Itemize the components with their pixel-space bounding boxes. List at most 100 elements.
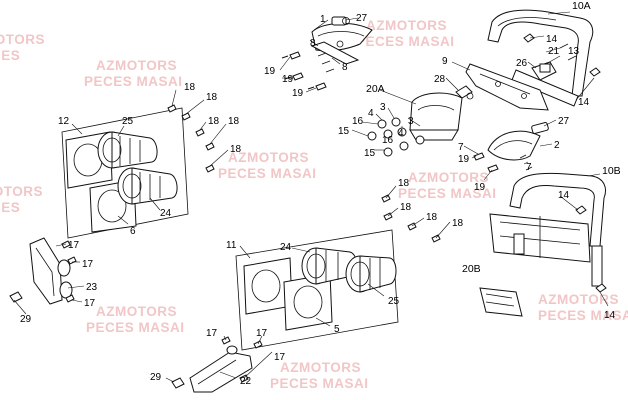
callout-17: 17 (82, 259, 94, 270)
callout-19: 19 (264, 66, 276, 77)
callout-14: 14 (578, 97, 590, 108)
watermark: AZMOTORS PECES MASAI (86, 304, 185, 335)
screws-17-left (61, 240, 77, 303)
watermark-line: PECES MASAI (218, 166, 317, 181)
watermark-line: AZMOTORS (366, 18, 447, 33)
callout-11: 11 (226, 240, 237, 251)
callout-18: 18 (452, 218, 464, 229)
watermark-line: PECES MASAI (398, 186, 497, 201)
watermark: AZMOTORS PECES (0, 32, 45, 63)
callout-15: 15 (338, 126, 350, 137)
callout-19: 19 (282, 74, 294, 85)
callout-10a: 10A (572, 0, 591, 12)
watermark: AZMOTORS PECES MASAI (356, 18, 455, 49)
lamp-unit-25 (97, 131, 158, 169)
callout-8: 8 (342, 62, 348, 73)
bolts-14-right (575, 205, 607, 293)
bulb-29-bottom (171, 377, 185, 389)
callout-28: 28 (434, 74, 446, 85)
headlight-cover-bracket (310, 22, 373, 65)
watermark: AZMOTORS PECES MASAI (84, 58, 183, 89)
light-20b (479, 287, 523, 317)
callout-14: 14 (604, 310, 616, 321)
callout-18: 18 (228, 116, 240, 127)
watermark-line: PECES MASAI (538, 308, 628, 323)
callout-4: 4 (368, 108, 374, 119)
callout-13: 13 (568, 46, 580, 57)
callout-18: 18 (184, 82, 196, 93)
mount-bracket-9 (465, 63, 549, 111)
watermark-line: AZMOTORS (96, 304, 177, 319)
callout-7: 7 (526, 162, 532, 173)
callout-26: 26 (516, 58, 528, 69)
callout-23: 23 (86, 282, 98, 293)
tail-light-20a (409, 92, 463, 141)
watermark-line: PECES MASAI (270, 376, 369, 391)
callout-14: 14 (546, 34, 558, 45)
watermark: AZMOTORS PECES MASAI (218, 150, 317, 181)
callout-19: 19 (458, 154, 470, 165)
callout-20b: 20B (462, 263, 481, 275)
headlight-assembly-12-box (61, 107, 189, 239)
bolts-14-top (523, 33, 601, 77)
callout-15: 15 (364, 148, 376, 159)
callout-17: 17 (206, 328, 218, 339)
callout-17: 17 (274, 352, 286, 363)
headlight-assembly-11-box (235, 229, 399, 351)
watermark-line: PECES MASAI (84, 74, 183, 89)
watermark-line: AZMOTORS (228, 150, 309, 165)
callout-10b: 10B (602, 165, 621, 177)
watermark-line: AZMOTORS (0, 32, 45, 47)
callout-18: 18 (398, 178, 410, 189)
screws-17-bottom (221, 336, 263, 383)
callout-14: 14 (558, 190, 570, 201)
watermark-line: PECES MASAI (356, 34, 455, 49)
callout-24: 24 (280, 242, 292, 253)
bolt-27-right (531, 122, 549, 134)
watermark: AZMOTORS PECES MASAI (270, 360, 369, 391)
callout-18: 18 (206, 92, 218, 103)
bulb-28 (455, 85, 474, 100)
callout-8: 8 (310, 38, 316, 49)
watermark: AZMOTORS PECES (0, 184, 43, 215)
lamp-unit-24 (117, 167, 178, 205)
callout-1: 1 (320, 14, 326, 25)
watermark-line: PECES (0, 200, 20, 215)
callout-16: 16 (382, 135, 394, 146)
callout-18: 18 (230, 144, 242, 155)
watermark-layer: AZMOTORS PECES MASAI AZMOTORS PECES MASA… (0, 18, 628, 391)
headlight-housing-11 (243, 257, 333, 331)
callout-3: 3 (408, 116, 414, 127)
callout-29: 29 (150, 372, 162, 383)
callout-4: 4 (398, 128, 404, 139)
side-marker-23 (29, 237, 73, 305)
callout-7: 7 (458, 142, 464, 153)
callout-9: 9 (442, 56, 448, 67)
light-cover-2 (487, 130, 541, 161)
front-rack-10a (487, 9, 594, 107)
callout-12: 12 (58, 116, 70, 127)
callout-17: 17 (256, 328, 268, 339)
callout-17: 17 (84, 298, 96, 309)
lamp-unit-25-bottom (345, 255, 397, 293)
watermark: AZMOTORS PECES MASAI (398, 170, 497, 201)
screws-18-left (167, 104, 215, 173)
bulb-29-left (9, 291, 23, 303)
callout-16: 16 (352, 116, 364, 127)
watermark-line: AZMOTORS (538, 292, 619, 307)
callout-24: 24 (160, 208, 172, 219)
watermark-line: PECES MASAI (86, 320, 185, 335)
callout-27: 27 (356, 13, 368, 24)
washers-nuts (367, 117, 425, 157)
watermark-line: AZMOTORS (0, 184, 43, 199)
watermark-line: AZMOTORS (408, 170, 489, 185)
bolt-27-top (331, 16, 350, 26)
watermark: AZMOTORS PECES MASAI (538, 292, 628, 323)
callout-6: 6 (130, 226, 136, 237)
callout-19: 19 (474, 182, 486, 193)
callout-25: 25 (388, 296, 400, 307)
callout-5: 5 (334, 324, 340, 335)
watermark-line: AZMOTORS (96, 58, 177, 73)
callout-21: 21 (548, 46, 560, 57)
callout-18: 18 (400, 202, 412, 213)
